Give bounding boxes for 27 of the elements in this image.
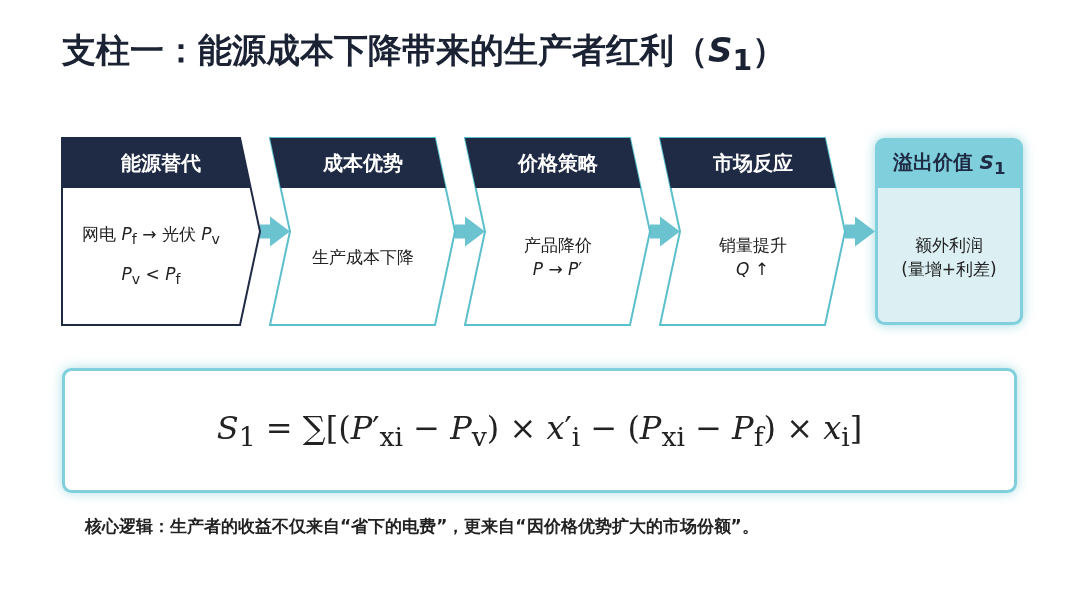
chevron-step bbox=[270, 138, 455, 325]
stage-heading: 能源替代 bbox=[121, 149, 201, 177]
result-box bbox=[875, 138, 1023, 325]
slide-title: 支柱一：能源成本下降带来的生产者红利（S$_{1}$） bbox=[62, 29, 787, 77]
stage-heading: 价格策略 bbox=[517, 149, 598, 177]
stage-text: 额外利润 bbox=[915, 233, 983, 257]
arrow bbox=[845, 216, 875, 247]
stage-text: Q ↑ bbox=[735, 257, 769, 281]
caption-text: 核心逻辑：生产者的收益不仅来自“省下的电费”，更来自“因价格优势扩大的市场份额”。 bbox=[85, 515, 759, 538]
chevron-step bbox=[465, 138, 650, 325]
stage-heading: 溢出价值 S$_{1}$ bbox=[892, 148, 1006, 178]
formula-text: S$_{1}$ = ∑[(P′$_{xi}$ − P$_{v}$) × x′$_{i}$ − (P$_{xi}$ − P$_{f}$) × x$_{i}$] bbox=[216, 408, 863, 453]
stage-heading: 成本优势 bbox=[322, 149, 403, 177]
stage-text: P → P′ bbox=[532, 257, 583, 281]
arrow bbox=[650, 216, 680, 247]
stage-text: 销量提升 bbox=[718, 233, 787, 257]
stage-heading: 市场反应 bbox=[712, 149, 793, 177]
chevron-step bbox=[660, 138, 845, 325]
stage-text: 网电 P$_{f}$ → 光伏 P$_{v}$ bbox=[82, 223, 220, 250]
stage-text: P$_{v}$ < P$_{f}$ bbox=[121, 262, 181, 289]
formula-box bbox=[62, 368, 1017, 493]
stage-text: 产品降价 bbox=[523, 233, 592, 257]
stage-text: 生产成本下降 bbox=[311, 245, 414, 269]
arrow bbox=[260, 216, 290, 247]
arrow bbox=[455, 216, 485, 247]
stage-text: (量增+利差) bbox=[901, 257, 997, 281]
chevron-step bbox=[62, 138, 260, 325]
